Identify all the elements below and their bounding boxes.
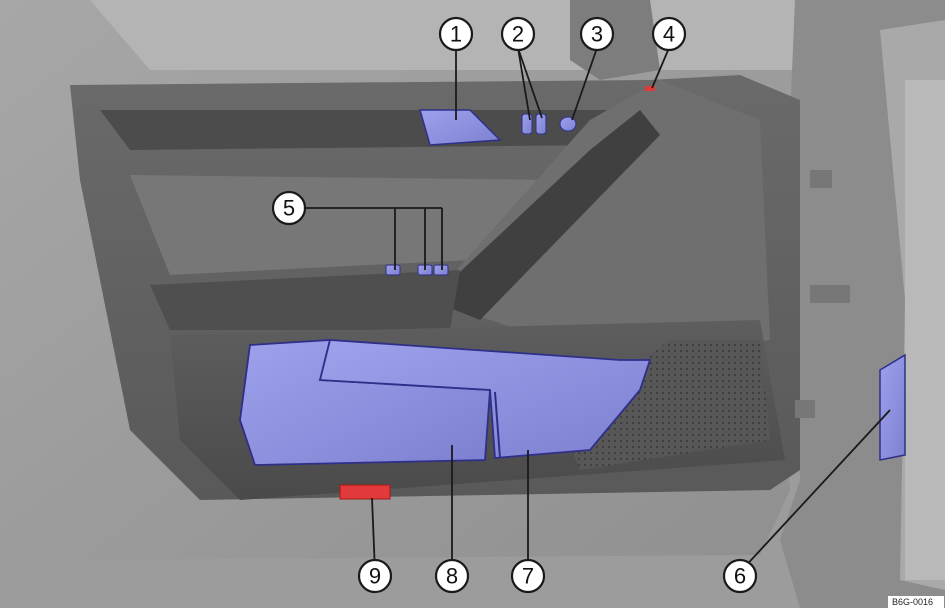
seat-belt-lock-highlight <box>879 353 906 461</box>
callout-2: 2 <box>500 16 536 52</box>
callout-label: 9 <box>369 564 381 589</box>
callout-7: 7 <box>510 558 546 594</box>
reference-code-box <box>888 596 944 608</box>
pull-handle <box>430 110 660 320</box>
callout-label: 5 <box>283 196 295 221</box>
callout-9: 9 <box>357 558 393 594</box>
callout-label: 6 <box>734 564 746 589</box>
mirror-adjust-knob <box>559 116 577 132</box>
leader-5 <box>305 207 443 270</box>
callout-label: 7 <box>522 564 534 589</box>
hinge-upper <box>810 170 832 188</box>
upper-inlay <box>130 175 560 275</box>
reference-code: B6G-0016 <box>892 597 933 607</box>
diagonal-trim <box>430 80 770 360</box>
window-switch-rail <box>100 110 610 150</box>
window-switch-left <box>521 113 533 135</box>
door-check-strap <box>810 285 850 303</box>
leader-3 <box>571 47 598 121</box>
switch-5c <box>433 264 449 276</box>
callout-5: 5 <box>271 190 307 226</box>
hinge-lower <box>795 400 815 418</box>
seat-edge <box>905 80 945 580</box>
callout-6: 6 <box>722 558 758 594</box>
callout-label: 3 <box>591 22 603 47</box>
speaker-grille <box>560 340 770 470</box>
callout-1: 1 <box>438 16 474 52</box>
callout-8: 8 <box>434 558 470 594</box>
callout-label: 4 <box>663 22 675 47</box>
pocket-divider <box>494 391 501 459</box>
callout-label: 1 <box>450 22 462 47</box>
callout-4: 4 <box>651 16 687 52</box>
switch-5a <box>385 264 401 276</box>
leader-2 <box>517 47 543 121</box>
bottle-holder-highlight <box>318 339 652 459</box>
callout-label: 2 <box>512 22 524 47</box>
leader-6 <box>739 409 891 573</box>
leader-4 <box>651 47 670 89</box>
armrest <box>150 270 460 330</box>
callout-3: 3 <box>579 16 615 52</box>
warning-light <box>645 86 655 91</box>
door-opener-highlight <box>419 109 502 146</box>
callout-label: 8 <box>446 564 458 589</box>
entry-light <box>339 484 391 500</box>
